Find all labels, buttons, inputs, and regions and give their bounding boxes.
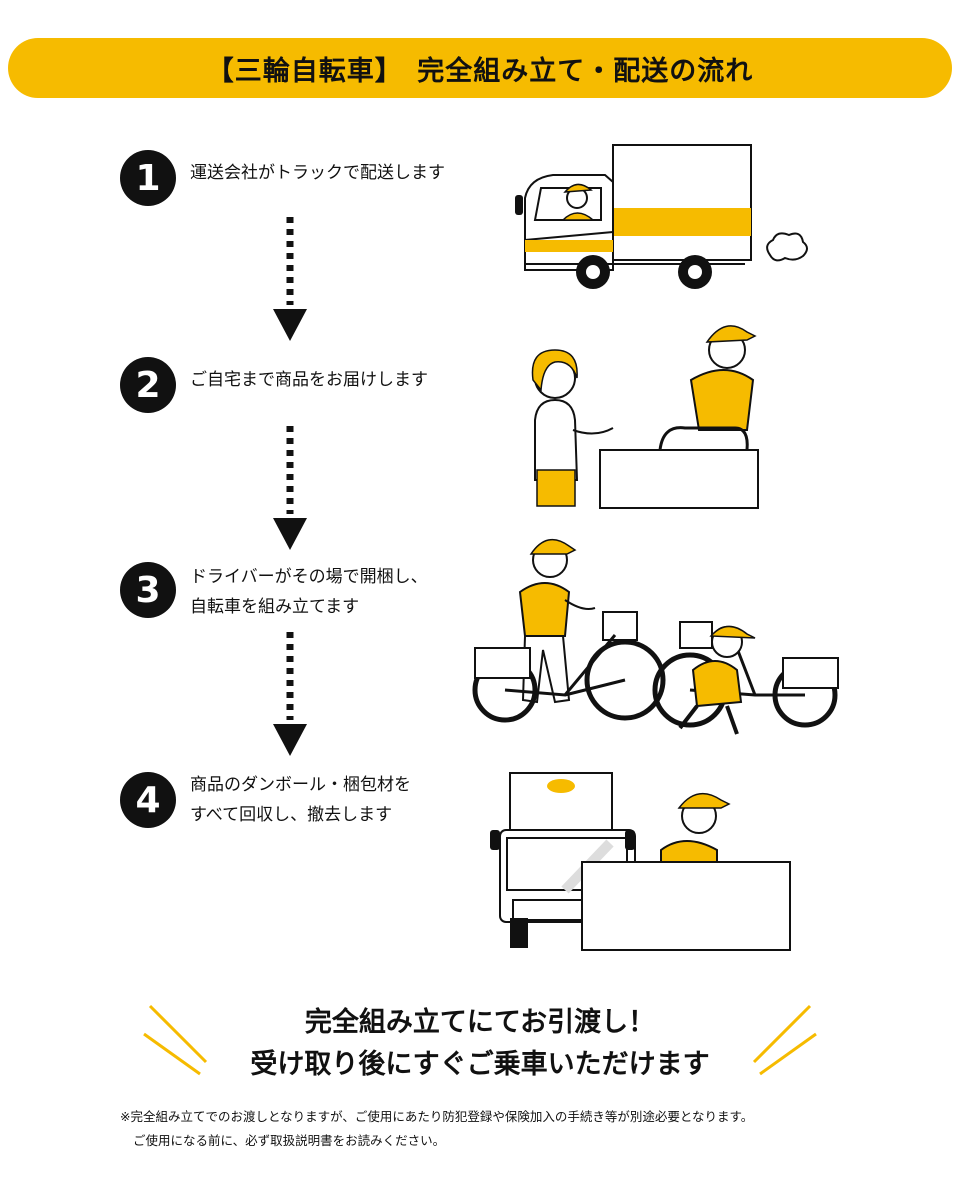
closing-line-2: 受け取り後にすぐご乗車いただけます <box>250 1049 710 1080</box>
step-number-badge: 1 <box>120 150 176 206</box>
bike-assembly-icon <box>472 538 839 735</box>
banner-title: 【三輪自転車】 完全組み立て・配送の流れ <box>206 55 754 87</box>
delivery-truck-icon <box>515 144 808 289</box>
down-arrow-icon <box>273 426 307 550</box>
title-banner: 【三輪自転車】 完全組み立て・配送の流れ <box>8 38 952 98</box>
step-number: 3 <box>135 569 161 611</box>
home-delivery-icon <box>531 325 759 509</box>
step-description: 商品のダンボール・梱包材を すべて回収し、撤去します <box>190 770 411 830</box>
step-description: ドライバーがその場で開梱し、 自転車を組み立てます <box>190 562 428 622</box>
footnote-line-2: ご使用になる前に、必ず取扱説明書をお読みください。 <box>133 1133 446 1148</box>
step-line: すべて回収し、撤去します <box>190 805 393 825</box>
step-line: 運送会社がトラックで配送します <box>190 163 445 183</box>
step-number: 4 <box>135 779 161 821</box>
step-number: 2 <box>135 364 161 406</box>
step-number-badge: 2 <box>120 357 176 413</box>
step-line: ドライバーがその場で開梱し、 <box>190 567 428 587</box>
down-arrow-icon <box>273 632 307 756</box>
step-number-badge: 4 <box>120 772 176 828</box>
step-number-badge: 3 <box>120 562 176 618</box>
footnote-line-1: ※完全組み立てでのお渡しとなりますが、ご使用にあたり防犯登録や保険加入の手続き等… <box>120 1109 754 1124</box>
step-description: ご自宅まで商品をお届けします <box>190 365 428 395</box>
box-removal-icon <box>490 772 791 951</box>
down-arrow-icon <box>273 217 307 341</box>
step-line: 商品のダンボール・梱包材を <box>190 775 411 795</box>
step-description: 運送会社がトラックで配送します <box>190 158 445 188</box>
step-number: 1 <box>135 157 161 199</box>
step-line: 自転車を組み立てます <box>190 597 360 617</box>
accent-lines-right-icon <box>752 1004 817 1076</box>
accent-lines-left-icon <box>143 1004 208 1076</box>
step-line: ご自宅まで商品をお届けします <box>190 370 428 390</box>
closing-line-1: 完全組み立てにてお引渡し！ <box>304 1007 656 1038</box>
